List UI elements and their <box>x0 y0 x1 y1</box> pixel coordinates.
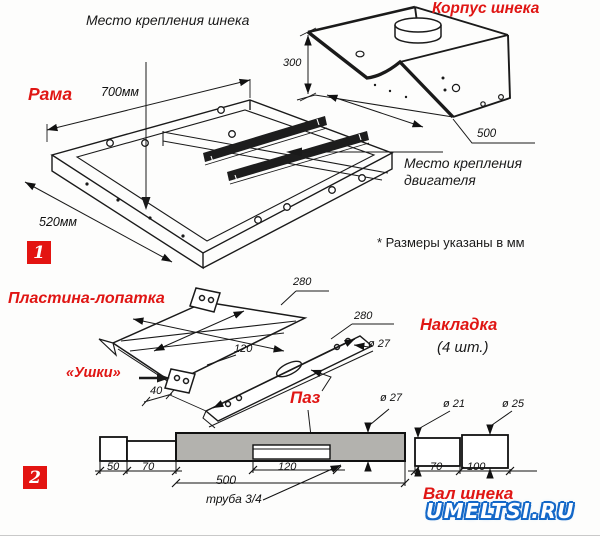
label-frame: Рама <box>28 84 73 104</box>
dim-100: 100 <box>467 461 486 473</box>
dim-500-shaft: 500 <box>216 473 237 487</box>
dim-70-right: 70 <box>430 461 443 473</box>
note-dimensions-in-mm: * Размеры указаны в мм <box>377 235 525 250</box>
dim-40: 40 <box>150 385 163 397</box>
label-blade-plate: Пластина-лопатка <box>8 290 165 307</box>
dim-280-overlay: 280 <box>354 310 373 322</box>
label-motor-mount-place: Место крепления двигателя <box>404 155 523 188</box>
dia-21: ø 21 <box>443 398 466 410</box>
dim-70-left: 70 <box>142 461 155 473</box>
umeltsi-watermark: UMELTSI.RU <box>426 499 575 523</box>
dim-120-blade: 120 <box>234 343 253 355</box>
dia-27-shaft: ø 27 <box>380 392 403 404</box>
label-overlay-qty: (4 шт.) <box>437 339 489 356</box>
housing-drawing <box>296 5 535 144</box>
label-auger-housing: Корпус шнека <box>432 0 540 17</box>
dim-700mm: 700мм <box>101 85 139 99</box>
figure-2-badge: 2 <box>23 466 47 489</box>
label-auger-shaft: Вал шнека <box>423 484 514 503</box>
label-overlay-plate: Накладка <box>420 316 498 334</box>
dim-500-housing: 500 <box>477 128 497 140</box>
label-ears: «Ушки» <box>66 365 121 381</box>
label-pipe-three-quarter: труба 3/4 <box>206 492 262 506</box>
overlay-drawing <box>202 323 394 447</box>
dim-120-shaft: 120 <box>278 461 297 473</box>
frame-drawing <box>24 62 443 270</box>
dia-27-overlay: ø 27 <box>368 338 391 350</box>
label-auger-mount-place: Место крепления шнека <box>86 12 250 28</box>
figure-1-badge: 1 <box>27 241 51 264</box>
label-slot: Паз <box>290 388 321 407</box>
dia-25: ø 25 <box>502 398 525 410</box>
dim-520mm: 520мм <box>39 215 77 229</box>
dim-280-blade: 280 <box>293 276 312 288</box>
dim-300: 300 <box>283 57 302 69</box>
dim-50: 50 <box>107 461 120 473</box>
shaft-drawing <box>95 408 537 501</box>
